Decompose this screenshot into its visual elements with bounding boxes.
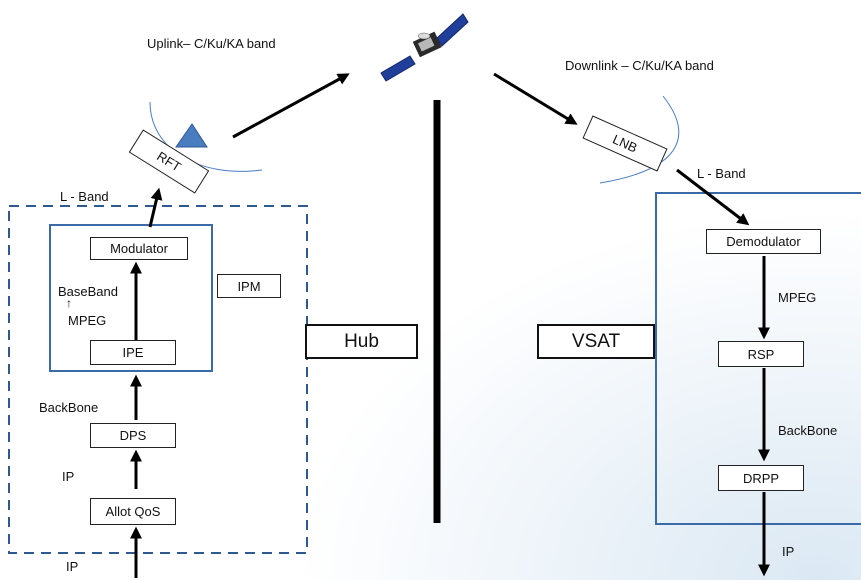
ip-label-vsat: IP: [782, 544, 795, 559]
baseband-up-arrow: ↑: [66, 296, 72, 310]
vsat-title-box: VSAT: [537, 324, 655, 359]
mpeg-label-vsat: MPEG: [778, 290, 817, 305]
ipe-label: IPE: [122, 345, 144, 360]
ipm-label: IPM: [237, 278, 261, 294]
baseband-label: BaseBand: [58, 284, 118, 299]
hub-inner-frame: [49, 224, 213, 372]
modulator-label: Modulator: [110, 241, 168, 256]
dps-box: DPS: [90, 423, 176, 448]
allot-qos-label: Allot QoS: [105, 504, 161, 519]
dps-label: DPS: [119, 428, 147, 443]
hub-title-box: Hub: [305, 324, 418, 359]
modulator-to-rft-arrow: [148, 187, 163, 228]
ipe-box: IPE: [90, 340, 176, 365]
drpp-box: DRPP: [718, 465, 804, 491]
modulator-box: Modulator: [90, 237, 188, 260]
rft-label: RFT: [154, 148, 184, 175]
downlink-arrow: [493, 72, 578, 125]
satellite-icon: [380, 13, 469, 82]
vsat-frame: [655, 192, 861, 525]
drpp-label: DRPP: [742, 470, 780, 486]
lnb-to-demodulator-arrow: [676, 168, 750, 226]
vsat-title: VSAT: [571, 330, 621, 352]
hub-lband-label: L - Band: [60, 189, 109, 204]
rsp-box: RSP: [718, 341, 804, 367]
downlink-label: Downlink – C/Ku/KA band: [565, 58, 714, 73]
demodulator-label: Demodulator: [726, 234, 801, 249]
allot-qos-box: Allot QoS: [90, 498, 176, 525]
ip-label-hub-mid: IP: [62, 469, 75, 484]
mpeg-label-hub: MPEG: [68, 313, 107, 328]
backbone-label-hub: BackBone: [39, 400, 99, 415]
rsp-label: RSP: [747, 346, 775, 362]
uplink-label: Uplink– C/Ku/KA band: [147, 36, 276, 51]
demodulator-box: Demodulator: [706, 229, 821, 254]
lnb-label: LNB: [610, 131, 640, 156]
antenna-icon: [175, 123, 208, 148]
uplink-arrow: [232, 73, 350, 139]
vsat-signal-arc: [599, 95, 680, 184]
backbone-label-vsat: BackBone: [778, 423, 838, 438]
vsat-lband-label: L - Band: [697, 166, 746, 181]
hub-title: Hub: [344, 330, 379, 352]
ip-label-hub-bottom: IP: [66, 559, 79, 574]
ipm-box: IPM: [217, 274, 281, 298]
